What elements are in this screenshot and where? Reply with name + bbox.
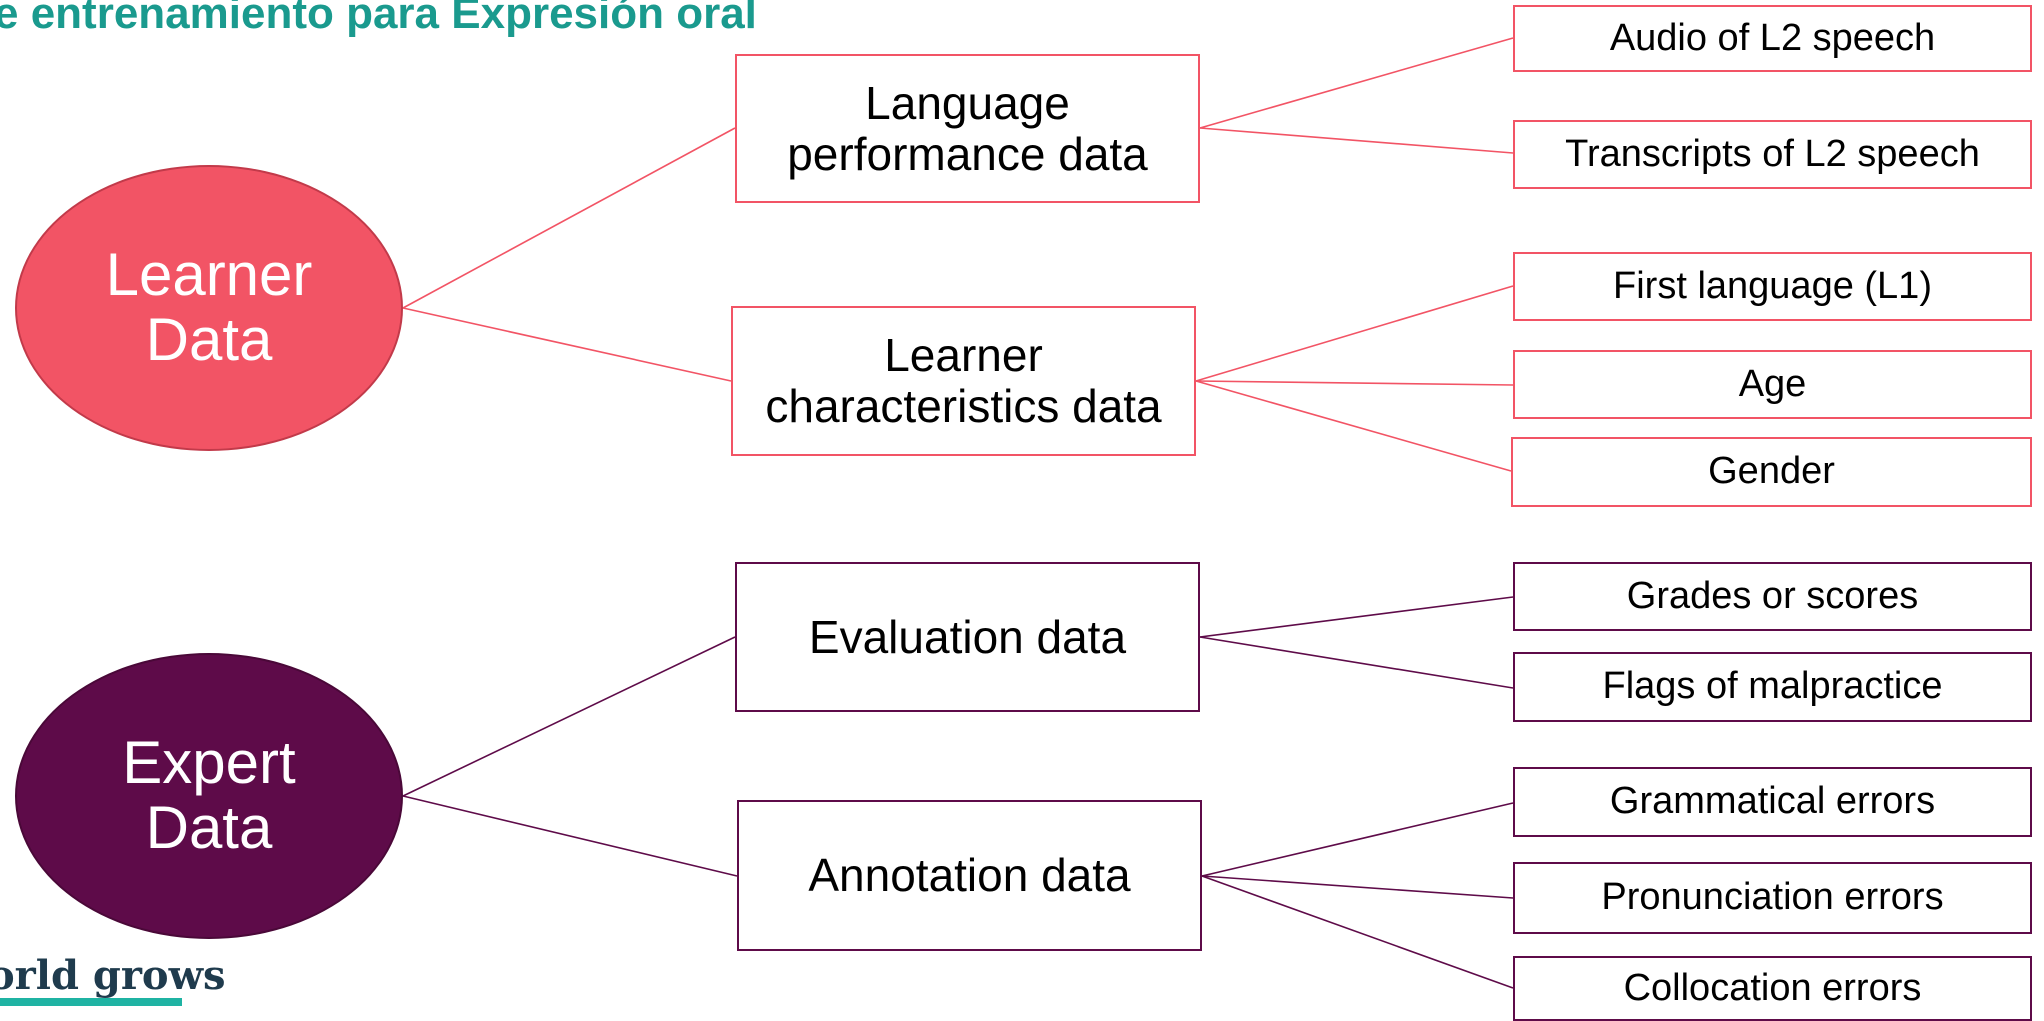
- collocation-errors-box: Collocation errors: [1513, 956, 2032, 1021]
- pronunciation-errors-box: Pronunciation errors: [1513, 862, 2032, 934]
- expert-data-label-line1: Expert: [122, 729, 296, 797]
- connector-learner-performance: [402, 127, 736, 309]
- connector-audio: [1199, 37, 1514, 129]
- language-performance-label-line1: Language: [865, 76, 1070, 129]
- first-language-label: First language (L1): [1613, 264, 1932, 307]
- transcripts-l2-speech-label: Transcripts of L2 speech: [1565, 132, 1980, 175]
- connector-grades: [1199, 596, 1514, 638]
- annotation-data-box: Annotation data: [737, 800, 1202, 951]
- flags-malpractice-box: Flags of malpractice: [1513, 652, 2032, 722]
- page-title: e entrenamiento para Expresión oral: [0, 0, 757, 38]
- transcripts-l2-speech-box: Transcripts of L2 speech: [1513, 120, 2032, 189]
- logo-text: orld grows: [0, 952, 226, 999]
- connector-malpractice: [1199, 636, 1514, 689]
- grammatical-errors-box: Grammatical errors: [1513, 767, 2032, 837]
- connector-age: [1195, 380, 1514, 386]
- connector-learner-characteristics: [402, 307, 732, 382]
- connector-first-language: [1195, 285, 1514, 382]
- evaluation-data-box: Evaluation data: [735, 562, 1200, 712]
- first-language-box: First language (L1): [1513, 252, 2032, 321]
- grades-scores-label: Grades or scores: [1626, 574, 1919, 617]
- learner-data-label-line2: Data: [145, 306, 273, 373]
- evaluation-data-label: Evaluation data: [808, 610, 1127, 663]
- logo-underline: [0, 998, 182, 1006]
- collocation-errors-label: Collocation errors: [1623, 966, 1922, 1009]
- connector-pronunciation: [1201, 875, 1514, 899]
- connector-expert-evaluation: [402, 636, 736, 797]
- gender-label: Gender: [1708, 450, 1835, 493]
- audio-l2-speech-label: Audio of L2 speech: [1609, 16, 1936, 59]
- annotation-data-label: Annotation data: [808, 849, 1131, 902]
- learner-characteristics-label-line1: Learner: [884, 329, 1043, 382]
- flags-malpractice-label: Flags of malpractice: [1602, 665, 1943, 708]
- age-box: Age: [1513, 350, 2032, 419]
- language-performance-label-line2: performance data: [787, 127, 1148, 180]
- connector-grammatical: [1201, 802, 1514, 877]
- gender-box: Gender: [1511, 437, 2032, 507]
- age-label: Age: [1738, 362, 1807, 405]
- learner-data-label-line1: Learner: [105, 241, 313, 309]
- connector-transcripts: [1199, 127, 1514, 154]
- connector-gender: [1195, 380, 1512, 472]
- learner-characteristics-label-line2: characteristics data: [765, 380, 1162, 432]
- pronunciation-errors-label: Pronunciation errors: [1601, 876, 1944, 919]
- grades-scores-box: Grades or scores: [1513, 562, 2032, 631]
- audio-l2-speech-box: Audio of L2 speech: [1513, 5, 2032, 72]
- grammatical-errors-label: Grammatical errors: [1609, 780, 1936, 823]
- connector-expert-annotation: [402, 795, 738, 877]
- expert-data-label-line2: Data: [145, 794, 273, 861]
- connector-collocation: [1201, 875, 1514, 989]
